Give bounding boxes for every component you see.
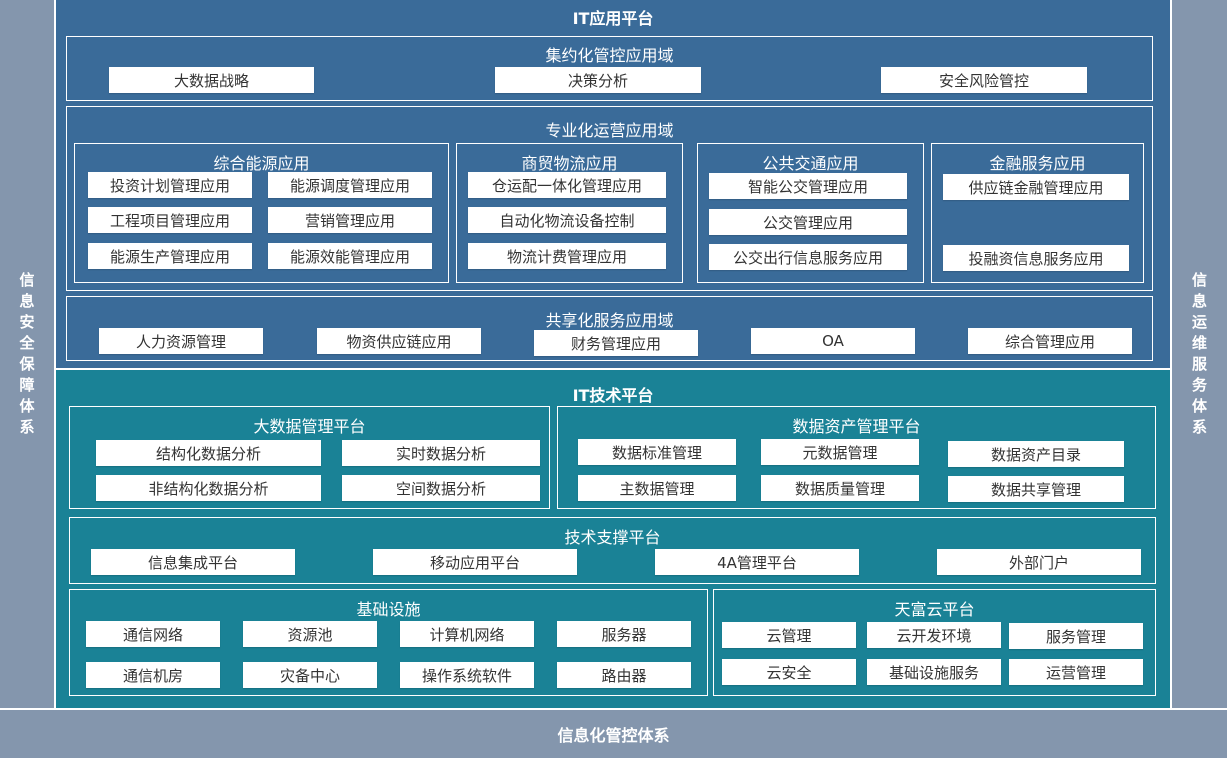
finance-app-group: 金融服务应用 供应链金融管理应用 投融资信息服务应用 (931, 143, 1144, 283)
tech-support-platform-title: 技术支撑平台 (564, 528, 661, 547)
logistics-app-group: 商贸物流应用 仓运配一体化管理应用 自动化物流设备控制 物流计费管理应用 (456, 143, 683, 283)
tech-support-item: 信息集成平台 (91, 549, 295, 575)
cloud-item: 云开发环境 (867, 622, 1001, 648)
logistics-app-item: 自动化物流设备控制 (468, 207, 666, 233)
bigdata-item: 结构化数据分析 (96, 440, 321, 466)
data-asset-item: 数据标准管理 (578, 439, 736, 465)
shared-item: 物资供应链应用 (317, 328, 481, 354)
security-system-label: 信息安全保障体系 (19, 271, 35, 436)
infrastructure-item: 操作系统软件 (400, 662, 534, 688)
finance-app-item: 供应链金融管理应用 (943, 174, 1129, 200)
cloud-item: 基础设施服务 (867, 659, 1001, 685)
energy-app-item: 投资计划管理应用 (88, 172, 252, 198)
cloud-item: 云安全 (722, 659, 856, 685)
finance-app-title: 金融服务应用 (989, 154, 1086, 173)
tech-support-platform: 技术支撑平台 信息集成平台 移动应用平台 4A管理平台 外部门户 (69, 517, 1156, 584)
professional-domain: 专业化运营应用域 综合能源应用 投资计划管理应用 能源调度管理应用 工程项目管理… (66, 106, 1153, 291)
shared-item: OA (751, 328, 915, 354)
ops-service-system-label: 信息运维服务体系 (1191, 271, 1207, 436)
logistics-app-item: 仓运配一体化管理应用 (468, 172, 666, 198)
infrastructure-item: 路由器 (557, 662, 691, 688)
tech-support-item: 外部门户 (937, 549, 1141, 575)
shared-item: 人力资源管理 (99, 328, 263, 354)
infrastructure-item: 计算机网络 (400, 621, 534, 647)
data-asset-item: 元数据管理 (761, 439, 919, 465)
cloud-item: 运营管理 (1009, 659, 1143, 685)
professional-domain-title: 专业化运营应用域 (545, 121, 674, 140)
it-app-platform-title: IT应用平台 (572, 9, 654, 28)
intensive-domain-title: 集约化管控应用域 (545, 46, 674, 65)
infrastructure-item: 灾备中心 (243, 662, 377, 688)
data-asset-platform: 数据资产管理平台 数据标准管理 元数据管理 数据资产目录 主数据管理 数据质量管… (557, 406, 1156, 509)
transit-app-group: 公共交通应用 智能公交管理应用 公交管理应用 公交出行信息服务应用 (697, 143, 924, 283)
bigdata-item: 空间数据分析 (342, 475, 540, 501)
management-system-bar: 信息化管控体系 (0, 710, 1227, 758)
security-system-bar: 信息安全保障体系 (0, 0, 54, 708)
intensive-item: 决策分析 (495, 67, 701, 93)
intensive-domain: 集约化管控应用域 大数据战略 决策分析 安全风险管控 (66, 36, 1153, 101)
energy-app-title: 综合能源应用 (213, 154, 310, 173)
cloud-platform-title: 天富云平台 (894, 600, 975, 619)
energy-app-group: 综合能源应用 投资计划管理应用 能源调度管理应用 工程项目管理应用 营销管理应用… (74, 143, 449, 283)
transit-app-item: 公交管理应用 (709, 209, 907, 235)
management-system-label: 信息化管控体系 (557, 726, 670, 745)
it-tech-platform (56, 370, 1170, 708)
infrastructure-item: 通信网络 (86, 621, 220, 647)
logistics-app-title: 商贸物流应用 (521, 154, 618, 173)
energy-app-item: 能源调度管理应用 (268, 172, 432, 198)
tech-support-item: 移动应用平台 (373, 549, 577, 575)
transit-app-title: 公共交通应用 (762, 154, 859, 173)
finance-app-item: 投融资信息服务应用 (943, 245, 1129, 271)
intensive-item: 大数据战略 (109, 67, 314, 93)
transit-app-item: 智能公交管理应用 (709, 173, 907, 199)
data-asset-item: 主数据管理 (578, 475, 736, 501)
it-tech-platform-title: IT技术平台 (572, 386, 654, 405)
infrastructure-item: 服务器 (557, 621, 691, 647)
tech-support-item: 4A管理平台 (655, 549, 859, 575)
shared-item: 财务管理应用 (534, 330, 698, 356)
infrastructure-platform: 基础设施 通信网络 资源池 计算机网络 服务器 通信机房 灾备中心 操作系统软件… (69, 589, 708, 696)
data-asset-platform-title: 数据资产管理平台 (792, 417, 921, 436)
logistics-app-item: 物流计费管理应用 (468, 243, 666, 269)
infrastructure-title: 基础设施 (356, 600, 421, 619)
bigdata-platform: 大数据管理平台 结构化数据分析 实时数据分析 非结构化数据分析 空间数据分析 (69, 406, 550, 509)
bigdata-platform-title: 大数据管理平台 (253, 417, 366, 436)
cloud-platform: 天富云平台 云管理 云开发环境 服务管理 云安全 基础设施服务 运营管理 (713, 589, 1156, 696)
shared-item: 综合管理应用 (968, 328, 1132, 354)
shared-domain: 共享化服务应用域 人力资源管理 物资供应链应用 财务管理应用 OA 综合管理应用 (66, 296, 1153, 361)
bigdata-item: 实时数据分析 (342, 440, 540, 466)
shared-domain-title: 共享化服务应用域 (545, 311, 674, 330)
infrastructure-item: 通信机房 (86, 662, 220, 688)
energy-app-item: 能源效能管理应用 (268, 243, 432, 269)
energy-app-item: 能源生产管理应用 (88, 243, 252, 269)
ops-service-system-bar: 信息运维服务体系 (1172, 0, 1227, 708)
data-asset-item: 数据质量管理 (761, 475, 919, 501)
transit-app-item: 公交出行信息服务应用 (709, 244, 907, 270)
energy-app-item: 营销管理应用 (268, 207, 432, 233)
data-asset-item: 数据共享管理 (948, 476, 1124, 502)
intensive-item: 安全风险管控 (881, 67, 1087, 93)
energy-app-item: 工程项目管理应用 (88, 207, 252, 233)
infrastructure-item: 资源池 (243, 621, 377, 647)
data-asset-item: 数据资产目录 (948, 441, 1124, 467)
bigdata-item: 非结构化数据分析 (96, 475, 321, 501)
cloud-item: 云管理 (722, 622, 856, 648)
cloud-item: 服务管理 (1009, 623, 1143, 649)
